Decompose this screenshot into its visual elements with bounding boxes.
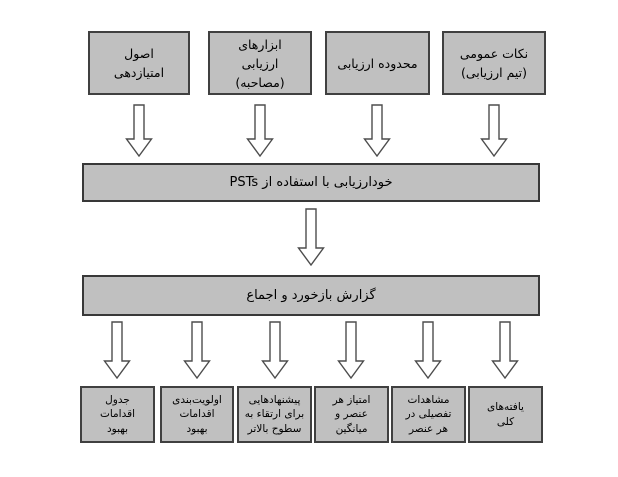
box-label: اصول امتیازدهی	[113, 46, 165, 80]
box-label: یافته‌های کلی	[487, 401, 524, 428]
down-arrow-icon	[480, 104, 508, 157]
box-label: نکات عمومی (تیم ارزیابی)	[459, 46, 529, 80]
box-suggestions-for-higher-levels: پیشنهادهایی برای ارتقاء به سطوح بالاتر	[237, 386, 312, 443]
box-label: محدوده ارزیابی	[337, 55, 418, 71]
box-self-assessment-using-psts: خودارزیابی با استفاده از PSTs	[82, 163, 540, 202]
box-label: گزارش بازخورد و اجماع	[246, 287, 376, 303]
down-arrow-icon	[337, 321, 365, 379]
box-element-scores-and-average: امتیاز هر عنصر و میانگین	[314, 386, 389, 443]
box-label: ابزارهای ارزیابی (مصاحبه)	[235, 36, 285, 90]
box-improvement-actions-table: جدول اقدامات بهبود	[80, 386, 155, 443]
box-label: خودارزیابی با استفاده از PSTs	[229, 174, 393, 190]
box-scoring-principles: اصول امتیازدهی	[88, 31, 190, 95]
box-label: جدول اقدامات بهبود	[99, 393, 136, 435]
box-label: اولویت‌بندی اقدامات بهبود	[172, 393, 222, 435]
down-arrow-icon	[491, 321, 519, 379]
box-label: امتیاز هر عنصر و میانگین	[332, 393, 371, 435]
box-label: مشاهدات تفصیلی در هر عنصر	[405, 393, 452, 435]
box-assessment-tools-interview: ابزارهای ارزیابی (مصاحبه)	[208, 31, 312, 95]
box-detailed-observations-per-element: مشاهدات تفصیلی در هر عنصر	[391, 386, 466, 443]
down-arrow-icon	[363, 104, 391, 157]
down-arrow-icon	[125, 104, 153, 157]
box-label: پیشنهادهایی برای ارتقاء به سطوح بالاتر	[244, 393, 305, 435]
down-arrow-icon	[103, 321, 131, 379]
box-general-notes-assessment-team: نکات عمومی (تیم ارزیابی)	[442, 31, 546, 95]
down-arrow-icon	[261, 321, 289, 379]
box-assessment-scope: محدوده ارزیابی	[325, 31, 430, 95]
down-arrow-icon	[297, 208, 325, 266]
down-arrow-icon	[246, 104, 274, 157]
down-arrow-icon	[183, 321, 211, 379]
box-improvement-actions-prioritization: اولویت‌بندی اقدامات بهبود	[160, 386, 234, 443]
box-feedback-report-consensus: گزارش بازخورد و اجماع	[82, 275, 540, 316]
down-arrow-icon	[414, 321, 442, 379]
box-overall-findings: یافته‌های کلی	[468, 386, 543, 443]
